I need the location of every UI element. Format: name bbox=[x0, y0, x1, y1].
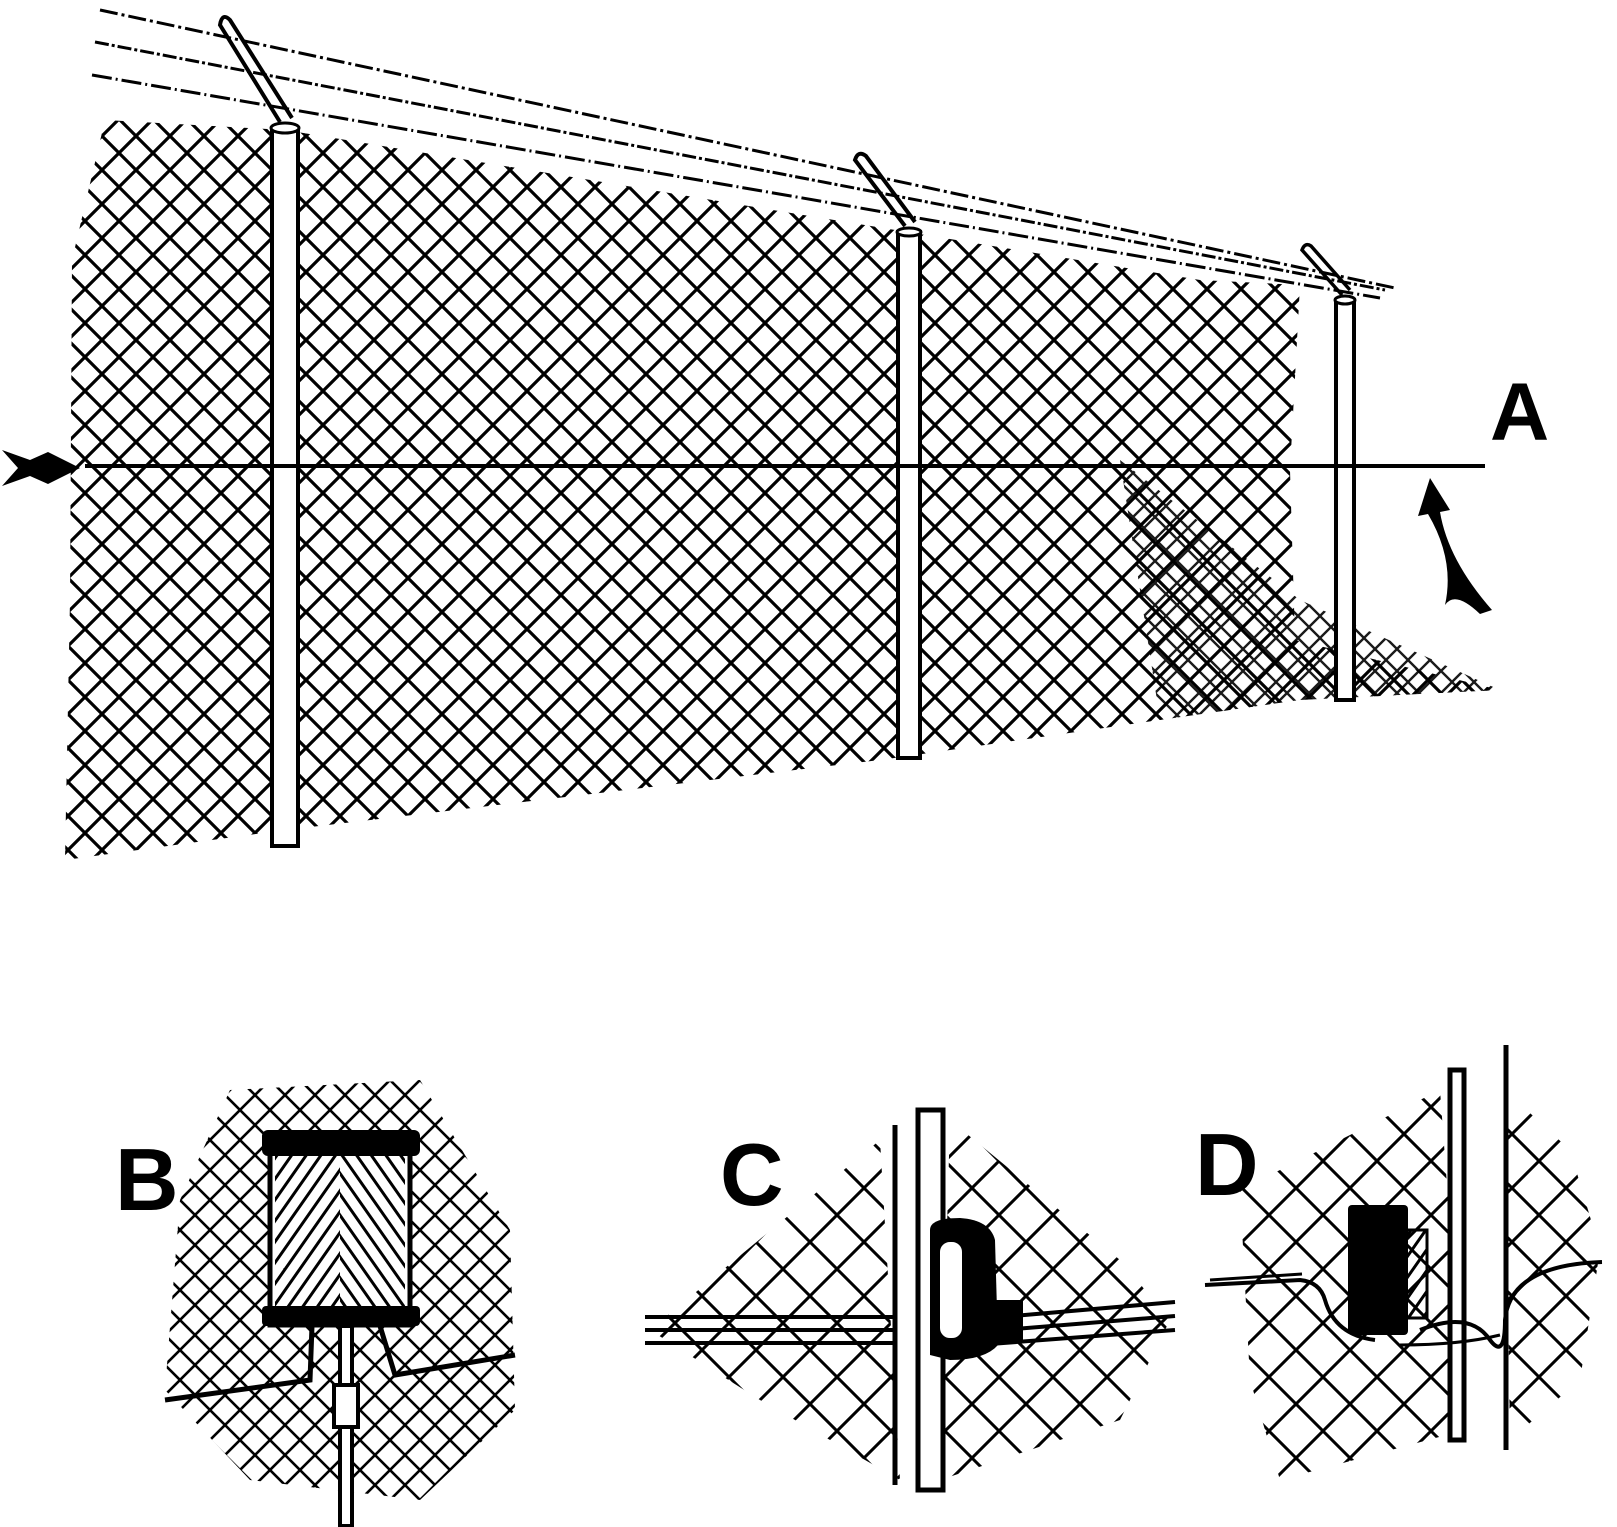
curved-arrow-up-icon bbox=[1418, 478, 1492, 614]
mesh-right-dense bbox=[1120, 460, 1500, 720]
label-b: B bbox=[115, 1130, 179, 1229]
panel-d-junction: D bbox=[1195, 1045, 1603, 1480]
junction-box bbox=[1348, 1205, 1408, 1335]
panel-b-sensor-box: B bbox=[115, 1080, 516, 1527]
post-d-left bbox=[1447, 1067, 1467, 1443]
sensor-box-lid bbox=[262, 1130, 420, 1156]
panel-c-mesh bbox=[650, 1140, 900, 1480]
barbed-wire bbox=[91, 8, 1396, 300]
label-c: C bbox=[720, 1125, 784, 1224]
fence-post-1 bbox=[217, 15, 301, 848]
panel-c-cable-clamp: C bbox=[645, 1107, 1176, 1493]
label-a: A bbox=[1490, 367, 1549, 458]
arrow-right-icon bbox=[2, 450, 80, 486]
fence-post-3 bbox=[1299, 242, 1357, 702]
panel-a-fence: A bbox=[2, 8, 1549, 860]
label-d: D bbox=[1195, 1115, 1259, 1214]
fence-post-2 bbox=[852, 151, 923, 760]
chain-link-mesh bbox=[65, 120, 1500, 860]
